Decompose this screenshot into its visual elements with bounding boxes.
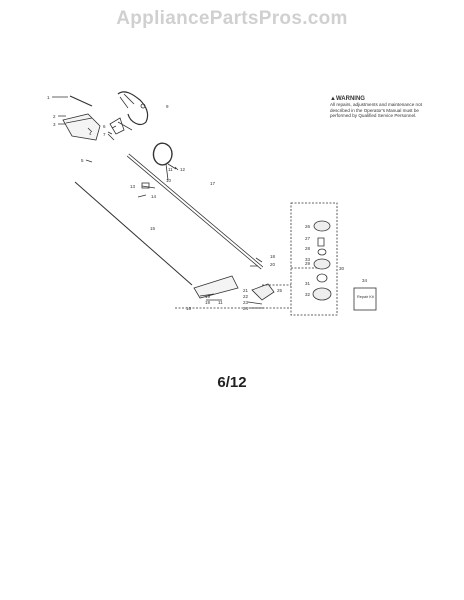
callout-33: 33 — [305, 257, 311, 262]
callout-3: 3 — [53, 122, 56, 127]
bump-knob — [316, 273, 328, 283]
warning-body: All repairs, adjustments and maintenance… — [330, 102, 422, 119]
callout-31: 31 — [305, 281, 311, 286]
callout-34: 34 — [362, 278, 368, 283]
spring-part — [317, 237, 325, 247]
callout-2: 2 — [53, 114, 56, 119]
shield-bracket — [251, 283, 275, 301]
outer-spool — [312, 287, 332, 301]
callout-17: 17 — [210, 181, 216, 186]
callout-27: 27 — [305, 236, 311, 241]
callout-13: 13 — [130, 184, 136, 189]
callout-24: 24 — [243, 306, 249, 311]
trimmer-head-box — [290, 202, 338, 316]
bracket-part — [109, 117, 125, 135]
callout-16: 16 — [186, 306, 192, 311]
engine-cover — [62, 113, 101, 141]
callout-9: 9 — [166, 104, 169, 109]
callout-19: 19 — [205, 300, 211, 305]
callout-18: 18 — [270, 254, 276, 259]
nut-part — [140, 103, 146, 109]
callout-21: 21 — [243, 288, 249, 293]
callout-30: 30 — [339, 266, 345, 271]
gear-housing — [193, 275, 239, 299]
site-watermark: AppliancePartsPros.com — [116, 8, 348, 29]
callout-15: 15 — [150, 226, 156, 231]
page-number: 6/12 — [217, 374, 247, 391]
callout-28: 28 — [305, 246, 311, 251]
callout-26: 26 — [305, 224, 311, 229]
warning-title: WARNING — [335, 96, 365, 102]
callout-7: 7 — [103, 132, 106, 137]
spool-cover — [313, 220, 331, 232]
throttle-cable — [117, 91, 149, 126]
callout-1: 1 — [47, 95, 50, 100]
clip-part — [137, 194, 147, 198]
repair-kit-label: Repair Kit — [357, 295, 375, 299]
callout-32: 32 — [305, 292, 311, 297]
callout-29: 29 — [305, 261, 311, 266]
callout-23: 23 — [243, 300, 249, 305]
spool-part — [313, 258, 331, 270]
warning-notice: ▲WARNING All repairs, adjustments and ma… — [330, 96, 428, 119]
assist-handle — [152, 142, 173, 166]
screw-part — [69, 95, 93, 107]
callout-11-b: 11 — [218, 300, 223, 305]
drive-shaft — [74, 181, 193, 286]
callout-6: 6 — [103, 124, 106, 129]
warning-icon: ▲ — [330, 96, 336, 102]
callout-11: 11 — [168, 167, 173, 172]
callout-10: 10 — [166, 178, 172, 183]
repair-kit-box — [353, 287, 377, 311]
inner-reel — [317, 248, 327, 256]
callout-4: 4 — [89, 131, 92, 136]
callout-19-top: 19 — [205, 294, 211, 299]
callout-25: 25 — [277, 288, 283, 293]
spacer-part — [141, 182, 150, 189]
callout-12: 12 — [180, 167, 186, 172]
callout-14: 14 — [151, 194, 157, 199]
callout-22: 22 — [243, 294, 249, 299]
callout-20: 20 — [270, 262, 276, 267]
callout-5: 5 — [81, 158, 84, 163]
